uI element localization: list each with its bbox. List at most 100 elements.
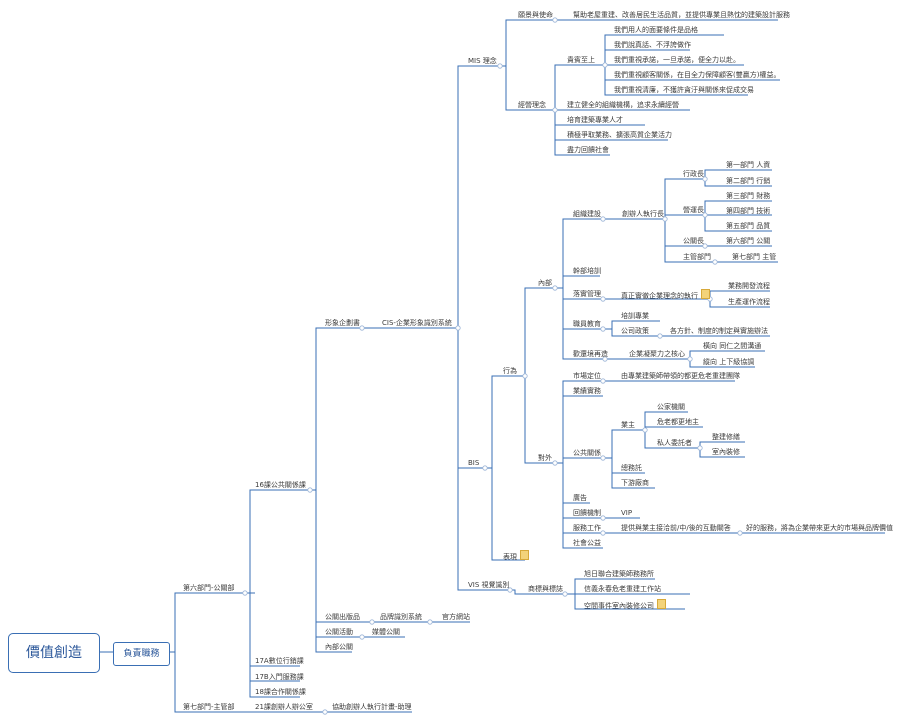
topic-label: 信義永春危老重建工作站 [584, 585, 661, 593]
note-icon[interactable] [701, 289, 710, 299]
topic-node[interactable]: 旭日聯合建築師務務所 [584, 569, 654, 579]
topic-node[interactable]: 21課創辦人辦公室 [255, 702, 313, 712]
topic-node[interactable]: 商標與標誌 [528, 584, 563, 594]
topic-node[interactable]: 總務託 [621, 463, 642, 473]
topic-label: 職員教育 [573, 320, 601, 328]
topic-node[interactable]: 表現 [503, 550, 529, 562]
topic-node[interactable]: 培訓專業 [621, 311, 649, 321]
topic-node[interactable]: 好的服務，將為企業帶來更大的市場與品牌價值 [746, 523, 893, 533]
topic-node[interactable]: 空間事件室內裝修公司 [584, 599, 666, 611]
topic-node[interactable]: BIS [468, 458, 479, 468]
topic-node[interactable]: 公關長 [683, 236, 704, 246]
topic-node[interactable]: 第七部門 主管 [732, 252, 776, 262]
topic-node[interactable]: 信義永春危老重建工作站 [584, 584, 661, 594]
topic-label: 協助創辦人執行計畫-助理 [332, 703, 412, 711]
topic-node[interactable]: 18課合作關係課 [255, 687, 306, 697]
topic-label: 對外 [538, 454, 552, 462]
topic-node[interactable]: 提供與業主接洽前/中/後的互動關答 [621, 523, 731, 533]
topic-node[interactable]: 社會公益 [573, 538, 601, 548]
topic-node[interactable]: 行政長 [683, 169, 704, 179]
topic-node[interactable]: 第一部門 人資 [726, 160, 770, 170]
topic-node[interactable]: CIS-企業形象識別系統 [382, 318, 452, 328]
topic-node[interactable]: 第七部門-主管部 [183, 702, 235, 712]
topic-node[interactable]: 各方針、制度的制定與實施辦法 [670, 326, 768, 336]
topic-node[interactable]: 我們重視承諾，一旦承諾，便全力以赴。 [614, 55, 740, 65]
topic-node[interactable]: 業績實務 [573, 386, 601, 396]
topic-node[interactable]: 願景與使命 [518, 10, 553, 20]
topic-node[interactable]: 歡還境再造 [573, 349, 608, 359]
topic-node[interactable]: 媒體公關 [372, 627, 400, 637]
topic-node[interactable]: 17A數位行銷課 [255, 656, 304, 666]
topic-node[interactable]: 培育建築專業人才 [567, 115, 623, 125]
topic-node[interactable]: 幫助老屋重建、改善居民生活品質，並提供專業且熱忱的建築設計服務 [573, 10, 790, 20]
topic-node[interactable]: 形象企劃書 [325, 318, 360, 328]
topic-node[interactable]: 第二部門 行銷 [726, 176, 770, 186]
topic-node[interactable]: VIP [621, 508, 632, 518]
topic-node[interactable]: 建立健全的組織機構，追求永續經營 [567, 100, 679, 110]
topic-node[interactable]: 對外 [538, 453, 552, 463]
main-topic[interactable]: 負責職務 [113, 642, 170, 666]
topic-node[interactable]: 公關出版品 [325, 612, 360, 622]
topic-node[interactable]: 業主 [621, 420, 635, 430]
topic-node[interactable]: 公司政策 [621, 326, 649, 336]
topic-node[interactable]: 幹部培訓 [573, 266, 601, 276]
topic-label: 室內裝修 [712, 448, 740, 456]
topic-node[interactable]: 企業凝聚力之核心 [629, 349, 685, 359]
topic-node[interactable]: 經營理念 [518, 100, 546, 110]
topic-node[interactable]: 公家機關 [657, 402, 685, 412]
topic-node[interactable]: 內部公關 [325, 642, 353, 652]
topic-node[interactable]: 積極爭取業務、擴張高質企業活力 [567, 130, 672, 140]
topic-node[interactable]: 橫向 同仁之間溝通 [703, 341, 761, 351]
topic-label: 我們重視清廉，不獲許貪汙與關係來促成交易 [614, 86, 754, 94]
topic-label: 表現 [503, 553, 517, 561]
topic-node[interactable]: MIS 理念 [468, 56, 497, 66]
topic-node[interactable]: 我們重視顧客關係，在目全力保障顧客(雙贏方)權益。 [614, 70, 780, 80]
topic-node[interactable]: 盡力回饋社會 [567, 145, 609, 155]
topic-node[interactable]: 第六部門 公關 [726, 236, 770, 246]
topic-node[interactable]: 第五部門 品質 [726, 221, 770, 231]
topic-label: 官方網站 [442, 613, 470, 621]
topic-node[interactable]: 主管部門 [683, 252, 711, 262]
topic-node[interactable]: 公共關係 [573, 448, 601, 458]
topic-node[interactable]: 真正實徹企業理念的執行 [621, 289, 710, 301]
topic-node[interactable]: 業務開發流程 [728, 281, 770, 291]
topic-node[interactable]: 職員教育 [573, 319, 601, 329]
topic-node[interactable]: 第四部門 技術 [726, 206, 770, 216]
topic-node[interactable]: 整建修繕 [712, 432, 740, 442]
topic-node[interactable]: 創辦人執行長 [622, 209, 664, 219]
topic-node[interactable]: 我們說真話、不浮誇做作 [614, 40, 691, 50]
topic-node[interactable]: 協助創辦人執行計畫-助理 [332, 702, 412, 712]
note-icon[interactable] [657, 599, 666, 609]
topic-node[interactable]: 服務工作 [573, 523, 601, 533]
topic-node[interactable]: 我們用人的面要條件是品格 [614, 25, 698, 35]
topic-node[interactable]: 行為 [503, 366, 517, 376]
topic-node[interactable]: 我們重視清廉，不獲許貪汙與關係來促成交易 [614, 85, 754, 95]
topic-node[interactable]: 室內裝修 [712, 447, 740, 457]
topic-node[interactable]: 生產運作流程 [728, 297, 770, 307]
topic-node[interactable]: 危老都更地主 [657, 417, 699, 427]
topic-node[interactable]: 16課公共關係課 [255, 480, 306, 490]
topic-node[interactable]: 回饋機制 [573, 508, 601, 518]
topic-node[interactable]: 由專業建築師帶領的都更危老重建團隊 [621, 371, 740, 381]
topic-label: 品牌識別系統 [380, 613, 422, 621]
topic-node[interactable]: 第三部門 財務 [726, 191, 770, 201]
topic-node[interactable]: 縱向 上下級協調 [703, 357, 754, 367]
topic-node[interactable]: 公關活動 [325, 627, 353, 637]
topic-node[interactable]: 貴賓至上 [567, 55, 595, 65]
topic-node[interactable]: 17B入門服務課 [255, 672, 304, 682]
topic-node[interactable]: 落實管理 [573, 289, 601, 299]
note-icon[interactable] [520, 550, 529, 560]
topic-node[interactable]: VIS 視覺識別 [468, 580, 510, 590]
topic-node[interactable]: 第六部門-公關部 [183, 583, 235, 593]
topic-node[interactable]: 官方網站 [442, 612, 470, 622]
topic-node[interactable]: 品牌識別系統 [380, 612, 422, 622]
topic-node[interactable]: 下游廠商 [621, 478, 649, 488]
topic-node[interactable]: 組織建設 [573, 209, 601, 219]
topic-node[interactable]: 營運長 [683, 205, 704, 215]
topic-node[interactable]: 內部 [538, 278, 552, 288]
topic-node[interactable]: 市場定位 [573, 371, 601, 381]
topic-node[interactable]: 廣告 [573, 493, 587, 503]
topic-node[interactable]: 私人委託者 [657, 438, 692, 448]
topic-label: 形象企劃書 [325, 319, 360, 327]
root-topic[interactable]: 價值創造 [8, 633, 100, 673]
